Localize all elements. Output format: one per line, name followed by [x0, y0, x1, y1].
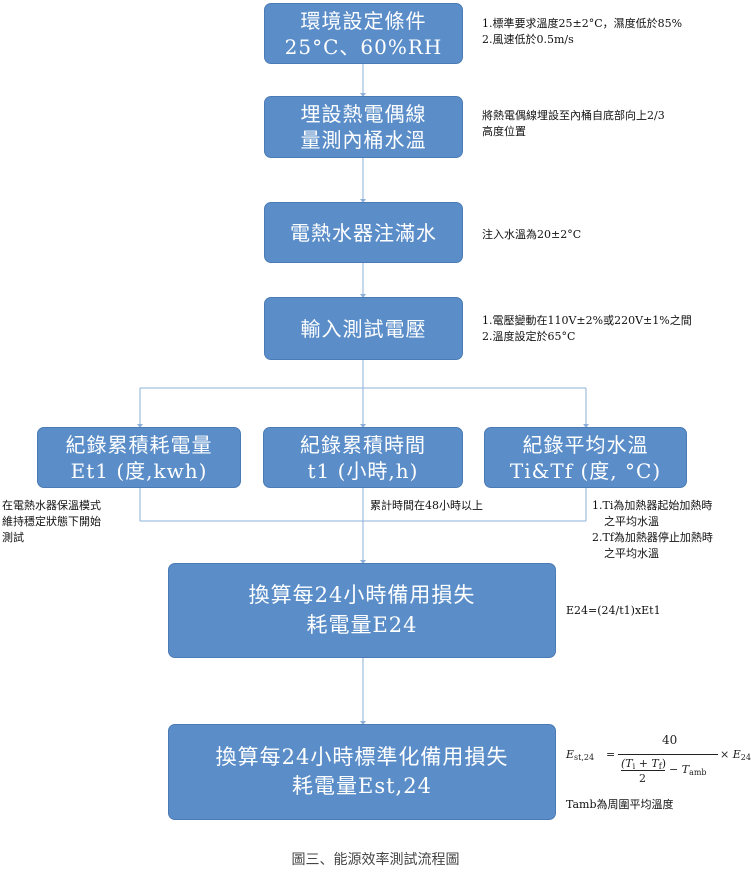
step-environment-line1: 環境設定條件: [300, 8, 427, 33]
step-input-voltage: 輸入測試電壓: [264, 297, 463, 360]
note-branch-right-line3: 2.Tf為加熱器停止加熱時: [592, 531, 713, 544]
step-thermocouple: 埋設熱電偶線 量測內桶水溫: [264, 96, 463, 158]
calc1-formula-text: E24=(24/t1)xEt1: [566, 604, 661, 617]
step-environment-conditions: 環境設定條件 25°C、60%RH: [264, 3, 463, 64]
note-step4-line2: 2.溫度設定於65°C: [482, 330, 576, 343]
note-branch-right-line2: 之平均水溫: [604, 515, 659, 528]
note-calc1-formula: E24=(24/t1)xEt1: [566, 603, 661, 619]
note-branch-left-line3: 測試: [2, 531, 24, 544]
branch-time-line2: t1 (小時,h): [307, 458, 419, 483]
formula-equals: =: [606, 748, 616, 761]
note-calc2-footnote: Tamb為周圍平均溫度: [566, 797, 674, 813]
step-environment-line2: 25°C、60%RH: [284, 34, 443, 59]
calc-est24-line2: 耗電量Est,24: [292, 774, 432, 798]
formula-lhs: Est,24: [566, 748, 595, 762]
branch-energy-consumption: 紀錄累積耗電量 Et1 (度,kwh): [37, 427, 241, 488]
calc-est24-line1: 換算每24小時標準化備用損失: [215, 744, 509, 769]
note-branch-left: 在電熱水器保溫模式 維持穩定狀態下開始 測試: [2, 498, 101, 546]
note-step1-line1: 1.標準要求溫度25±2°C，濕度低於85%: [482, 17, 683, 30]
formula-inner-fraction-bar: [621, 770, 665, 771]
formula-numerator: 40: [662, 733, 678, 747]
note-step3-line1: 注入水溫為20±2°C: [482, 228, 582, 241]
calc-e24-line1: 換算每24小時備用損失: [248, 583, 476, 608]
branch-temp-line2: Ti&Tf (度, °C): [509, 458, 662, 483]
note-branch-right: 1.Ti為加熱器起始加熱時 之平均水溫 2.Tf為加熱器停止加熱時 之平均水溫: [592, 498, 713, 562]
note-branch-right-line1: 1.Ti為加熱器起始加熱時: [592, 499, 713, 512]
step-thermocouple-line1: 埋設熱電偶線: [300, 102, 427, 126]
step-input-voltage-line1: 輸入測試電壓: [300, 316, 427, 341]
note-step2-line2: 高度位置: [482, 125, 526, 138]
note-branch-right-line4: 之平均水溫: [604, 547, 659, 560]
note-branch-mid-line1: 累計時間在48小時以上: [370, 499, 483, 512]
note-step2: 將熱電偶線埋設至內桶自底部向上2/3 高度位置: [482, 108, 665, 140]
branch-accumulated-time: 紀錄累積時間 t1 (小時,h): [263, 427, 463, 488]
note-step1: 1.標準要求溫度25±2°C，濕度低於85% 2.風速低於0.5m/s: [482, 16, 682, 48]
note-branch-mid: 累計時間在48小時以上: [370, 498, 483, 514]
branch-energy-line2: Et1 (度,kwh): [70, 458, 208, 483]
calc-e24: 換算每24小時備用損失 耗電量E24: [168, 563, 556, 658]
note-step3: 注入水溫為20±2°C: [482, 227, 581, 243]
branch-temp-line1: 紀錄平均水溫: [522, 432, 649, 457]
note-branch-left-line2: 維持穩定狀態下開始: [2, 515, 101, 528]
note-step2-line1: 將熱電偶線埋設至內桶自底部向上2/3: [482, 109, 665, 122]
note-step1-line2: 2.風速低於0.5m/s: [482, 33, 574, 46]
figure-caption: 圖三、能源效率測試流程圖: [291, 852, 460, 868]
note-step4-line1: 1.電壓變動在110V±2%或220V±1%之間: [482, 314, 692, 327]
formula-denominator-top: (Ti + Tf): [621, 757, 667, 771]
formula-denominator-bottom: 2: [639, 772, 646, 785]
calc2-footnote-text: Tamb為周圍平均溫度: [566, 798, 674, 811]
formula-rhs: × E24: [720, 748, 751, 762]
calc-e24-line2: 耗電量E24: [306, 612, 418, 637]
note-branch-left-line1: 在電熱水器保溫模式: [2, 499, 101, 512]
calc-est24: 換算每24小時標準化備用損失 耗電量Est,24: [168, 724, 556, 820]
branch-time-line1: 紀錄累積時間: [300, 432, 426, 457]
formula-fraction-bar: [618, 754, 718, 755]
formula-est24: Est,24 = 40 (Ti + Tf) 2 − Tamb × E24: [566, 730, 751, 790]
step-fill-water-line1: 電熱水器注滿水: [290, 220, 437, 245]
branch-average-water-temp: 紀錄平均水溫 Ti&Tf (度, °C): [484, 427, 687, 488]
note-step4: 1.電壓變動在110V±2%或220V±1%之間 2.溫度設定於65°C: [482, 313, 692, 345]
step-fill-water: 電熱水器注滿水: [264, 202, 463, 263]
formula-minus-tamb: − Tamb: [669, 763, 707, 777]
step-thermocouple-line2: 量測內桶水溫: [300, 128, 427, 152]
branch-energy-line1: 紀錄累積耗電量: [65, 432, 213, 457]
